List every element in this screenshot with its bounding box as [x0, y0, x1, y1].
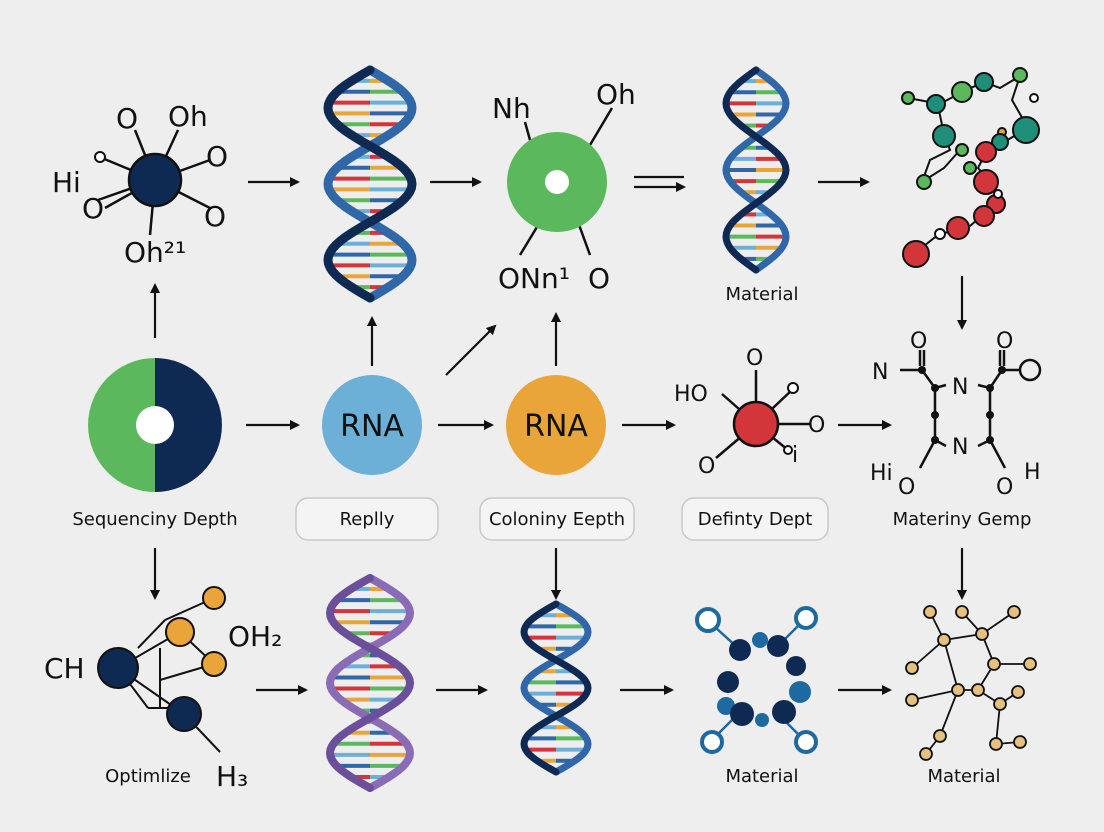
atom-label: O — [996, 475, 1013, 500]
helix-strand — [325, 574, 415, 792]
atom-label: N — [872, 360, 888, 385]
helix-strand — [722, 66, 790, 274]
dna-helix-top-2 — [722, 66, 790, 274]
rna-blue-node — [322, 375, 422, 475]
atom-label: O — [204, 200, 226, 233]
dna-helix-bottom-1 — [325, 574, 415, 792]
atom-label: O — [588, 262, 610, 295]
atom-label: Oh²¹ — [124, 236, 186, 269]
donut-caption: Sequenciny Depth — [72, 509, 237, 530]
rna-blue-label: RNA — [340, 409, 404, 444]
dna-helix-top-1 — [323, 65, 417, 303]
helix-strand — [323, 65, 417, 303]
helix-strand — [520, 600, 592, 776]
rna-orange-caption-box — [479, 497, 635, 541]
ring-network-caption: Material — [725, 766, 798, 787]
bottom-left-caption: Optimlize — [105, 766, 191, 787]
atom-label: H — [1024, 460, 1041, 485]
dna-helix-bottom-2 — [520, 600, 592, 776]
top-center-molecule: Nh Oh ONn¹ O — [492, 78, 636, 295]
atom-label: N — [952, 375, 968, 400]
atom-label: O — [746, 346, 763, 371]
atom-label: O — [82, 192, 104, 225]
tan-network-caption: Material — [927, 766, 1000, 787]
tan-network — [905, 605, 1037, 761]
rna-orange-node — [506, 375, 606, 475]
rna-blue-caption-box — [295, 497, 439, 541]
ring-molecule: N O N N O Hi O O H — [870, 329, 1042, 500]
arrow-diagonal — [445, 324, 497, 376]
red-molecule: O HO O O i — [674, 346, 825, 479]
helix-caption: Material — [725, 284, 798, 305]
helix-strand — [323, 65, 417, 303]
top-left-molecule: O Oh Hi O O O Oh²¹ — [52, 100, 228, 269]
atom-label: O — [898, 475, 915, 500]
helix-strand — [722, 66, 790, 274]
red-atom — [732, 400, 780, 448]
bead-chain — [901, 67, 1040, 268]
atom-label: OH₂ — [228, 620, 282, 653]
atom-label: O — [910, 329, 927, 354]
bottom-left-molecule: CH OH₂ H₃ — [44, 586, 282, 793]
atom-label: HO — [674, 382, 708, 407]
atom-label: O — [996, 329, 1013, 354]
atom-label: Nh — [492, 92, 531, 125]
atom-label: Oh — [596, 78, 636, 111]
atom-label: O — [698, 454, 715, 479]
atom-label: O — [206, 140, 228, 173]
atom-label: Oh — [168, 100, 208, 133]
red-molecule-caption-box — [681, 497, 829, 541]
atom-label: i — [792, 443, 798, 468]
flow-arrows — [150, 175, 967, 695]
navy-atom — [127, 152, 183, 208]
ring-caption: Materiny Gemp — [893, 509, 1032, 530]
split-donut — [88, 358, 222, 492]
atom-label: Hi — [870, 461, 893, 486]
red-molecule-caption: Definty Dept — [698, 509, 813, 530]
rna-orange-caption: Coloniny Eepth — [489, 509, 625, 530]
atom-label: ONn¹ — [498, 262, 570, 295]
rna-blue-caption: Replly — [340, 509, 395, 530]
atom-label: N — [952, 435, 968, 460]
atom-label: H₃ — [216, 760, 248, 793]
atom-label: CH — [44, 652, 85, 685]
helix-strand — [325, 574, 415, 792]
atom-label: O — [808, 413, 825, 438]
helix-strand — [520, 600, 592, 776]
atom-label: Hi — [52, 166, 81, 199]
atom-label: O — [116, 102, 138, 135]
rna-orange-label: RNA — [524, 409, 588, 444]
ring-network — [695, 606, 818, 754]
